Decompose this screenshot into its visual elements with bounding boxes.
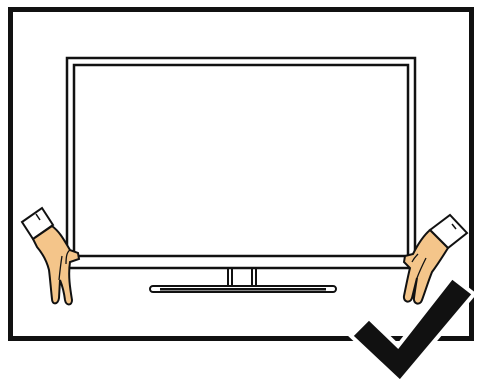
television-icon [67,58,415,292]
tv-stand-neck [228,268,256,286]
tv-screen [74,65,408,256]
